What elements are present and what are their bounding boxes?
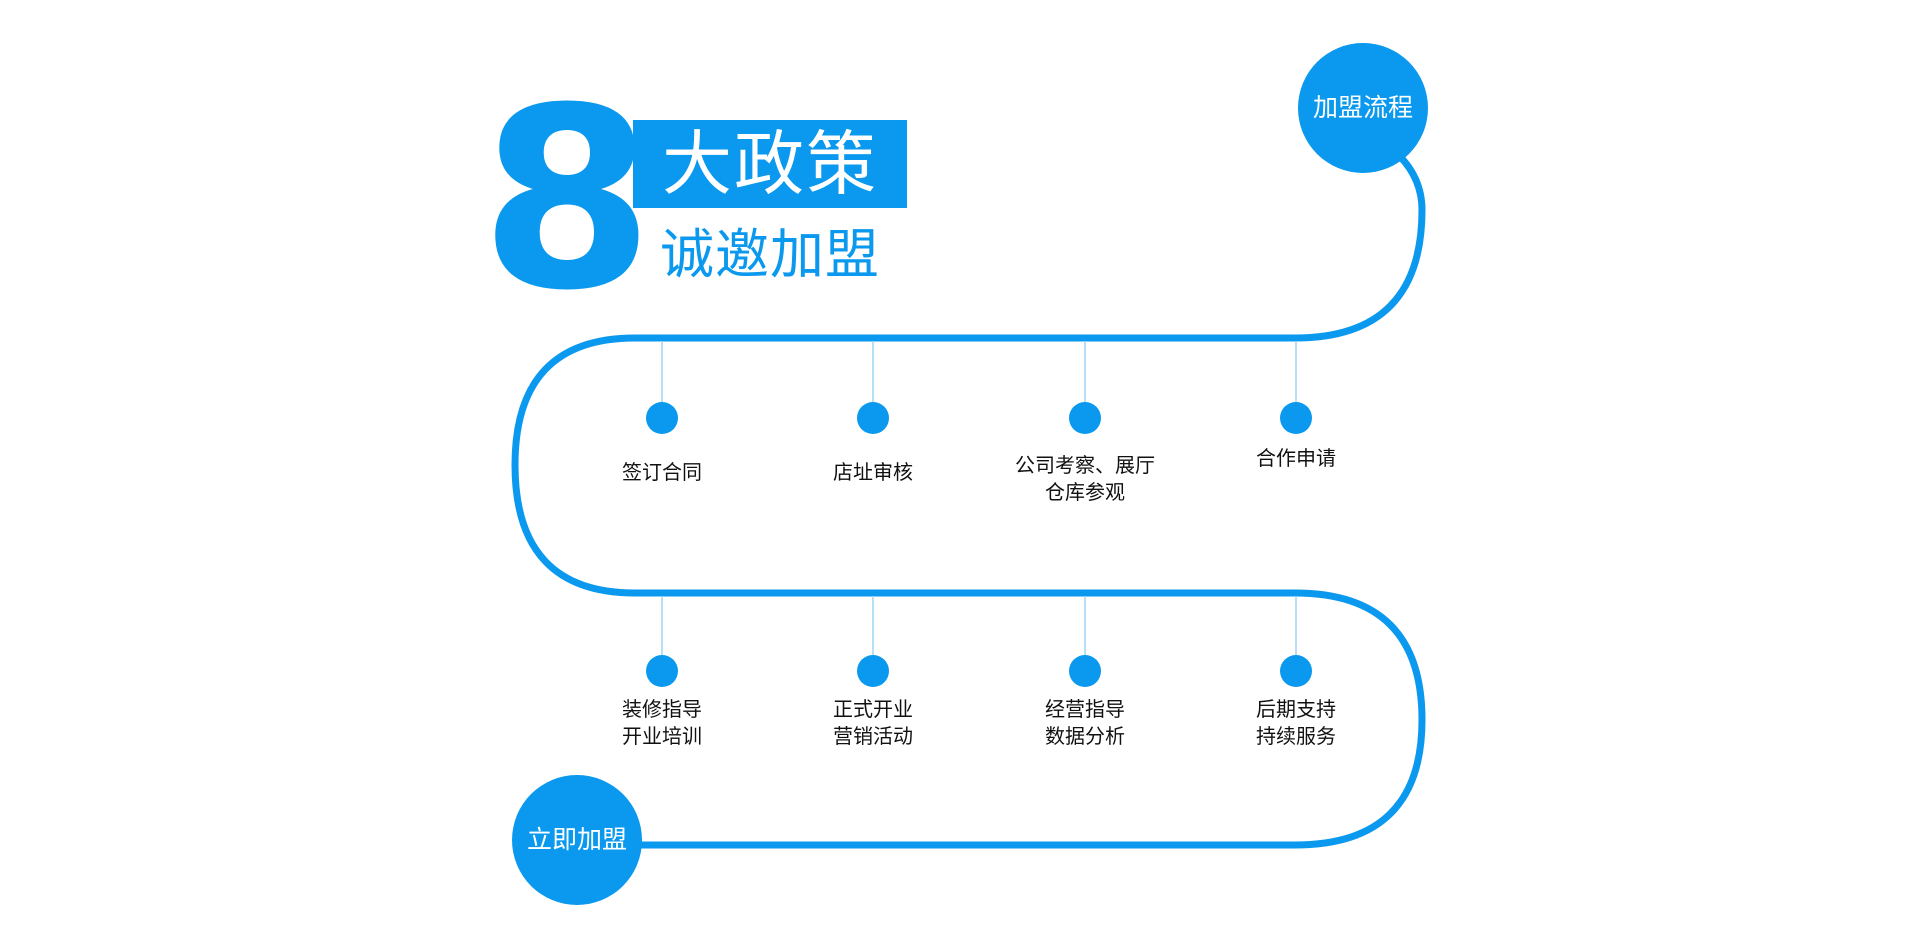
step-dot-row2-2 [857,655,889,687]
step-label-line: 开业培训 [622,724,702,748]
step-dot-row1-3 [1069,402,1101,434]
step-label-line: 合作申请 [1256,446,1336,470]
step-label-site-review: 店址审核 [773,459,973,486]
step-label-sign-contract: 签订合同 [562,459,762,486]
step-label-line: 店址审核 [833,460,913,484]
policy-count-number: 8 [480,54,654,345]
step-label-line: 正式开业 [833,697,913,721]
step-dot-row1-1 [646,402,678,434]
step-label-ongoing-support: 后期支持 持续服务 [1196,696,1396,750]
step-label-decoration-training: 装修指导 开业培训 [562,696,762,750]
page-title: 大政策 [633,120,907,208]
step-label-line: 仓库参观 [1045,480,1125,504]
step-dot-row2-4 [1280,655,1312,687]
step-label-line: 公司考察、展厅 [1015,453,1155,477]
step-label-operation-analysis: 经营指导 数据分析 [985,696,1185,750]
franchise-process-button[interactable]: 加盟流程 [1298,43,1428,173]
page-subtitle: 诚邀加盟 [660,223,880,286]
step-label-line: 后期支持 [1256,697,1336,721]
step-label-line: 签订合同 [622,460,702,484]
step-dot-row2-3 [1069,655,1101,687]
step-label-cooperation-application: 合作申请 [1196,445,1396,472]
step-dot-row1-2 [857,402,889,434]
step-label-company-visit: 公司考察、展厅 仓库参观 [985,452,1185,506]
step-label-line: 营销活动 [833,724,913,748]
join-now-button[interactable]: 立即加盟 [512,775,642,905]
step-label-line: 持续服务 [1256,724,1336,748]
step-label-line: 装修指导 [622,697,702,721]
serpentine-path [511,106,1426,849]
step-label-line: 经营指导 [1045,697,1125,721]
step-label-opening-marketing: 正式开业 营销活动 [773,696,973,750]
step-dot-row1-4 [1280,402,1312,434]
step-label-line: 数据分析 [1045,724,1125,748]
step-dot-row2-1 [646,655,678,687]
